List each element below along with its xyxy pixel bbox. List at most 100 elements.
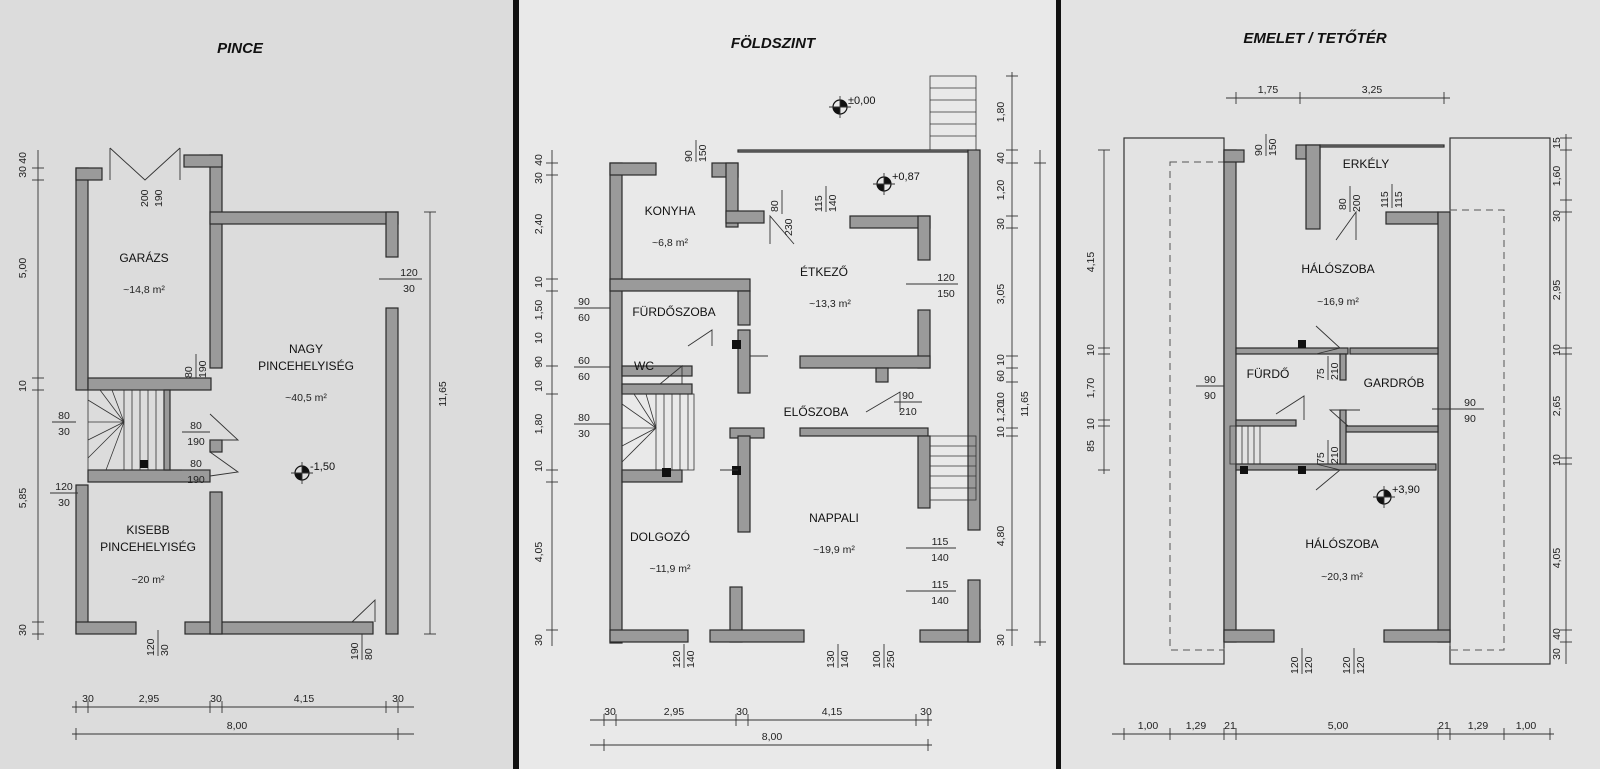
chimney-icon (1298, 340, 1306, 348)
room-nappali-area: ~19,9 m² (813, 544, 855, 556)
svg-text:140: 140 (931, 552, 949, 564)
foldszint-dims-bottom: 30 2,95 30 4,15 30 8,00 (590, 706, 932, 751)
svg-text:30: 30 (82, 693, 94, 705)
svg-text:200: 200 (139, 189, 151, 207)
svg-text:90: 90 (533, 356, 545, 368)
svg-text:30: 30 (392, 693, 404, 705)
svg-text:100: 100 (871, 650, 883, 668)
svg-text:190: 190 (349, 642, 361, 660)
svg-text:190: 190 (197, 360, 209, 378)
svg-text:11,65: 11,65 (437, 381, 449, 407)
emelet-walls (1223, 144, 1451, 643)
svg-text:30: 30 (17, 624, 29, 636)
emelet-dims-left: 4,15 10 1,70 10 85 (1085, 149, 1110, 474)
svg-text:4,15: 4,15 (822, 706, 843, 718)
svg-text:4,15: 4,15 (294, 693, 315, 705)
foldszint-level-inside: +0,87 (892, 171, 920, 183)
room-etkezo-area: ~13,3 m² (809, 298, 851, 310)
svg-text:120: 120 (1303, 656, 1315, 674)
foldszint-dims-left: 30 40 2,40 10 1,50 10 90 10 1,80 10 4,05… (533, 150, 558, 646)
chimney-icon (732, 466, 741, 475)
foldszint-title: FÖLDSZINT (731, 35, 817, 52)
svg-text:80: 80 (769, 200, 781, 212)
room-eloszoba: ELŐSZOBA (784, 404, 849, 419)
emelet-details (1229, 210, 1360, 491)
pince-stair (87, 389, 165, 471)
svg-text:30: 30 (58, 426, 70, 438)
room-konyha-area: ~6,8 m² (652, 237, 688, 249)
svg-text:80: 80 (363, 648, 375, 660)
room-dolgozo-area: ~11,9 m² (650, 563, 691, 575)
chimney-icon (732, 340, 741, 349)
svg-text:5,00: 5,00 (1328, 720, 1349, 732)
svg-text:85: 85 (1085, 440, 1097, 452)
svg-text:200: 200 (1351, 194, 1363, 212)
svg-text:10: 10 (533, 380, 545, 392)
svg-text:10: 10 (1551, 344, 1563, 356)
svg-text:40: 40 (533, 154, 545, 166)
emelet-dims-bottom: 1,00 1,29 21 5,00 21 1,29 1,00 (1112, 720, 1554, 740)
svg-text:1,80: 1,80 (533, 414, 545, 435)
room-nagy-area: ~40,5 m² (285, 392, 327, 404)
svg-text:4,05: 4,05 (1551, 548, 1563, 569)
svg-text:10: 10 (533, 460, 545, 472)
svg-text:115: 115 (1393, 191, 1405, 208)
svg-text:10: 10 (533, 276, 545, 288)
svg-text:150: 150 (937, 288, 955, 300)
room-etkezo: ÉTKEZŐ (800, 264, 848, 279)
svg-text:190: 190 (153, 189, 165, 207)
svg-text:2,65: 2,65 (1551, 396, 1563, 417)
svg-text:2,95: 2,95 (664, 706, 685, 718)
svg-text:1,60: 1,60 (1551, 166, 1563, 187)
room-wc: WC (634, 359, 654, 373)
pince-walls (75, 154, 399, 635)
emelet-openings: 90 150 80 200 115 115 75 210 90 90 90 90… (1196, 134, 1484, 674)
svg-text:30: 30 (995, 218, 1007, 230)
chimney-icon (1240, 466, 1248, 474)
pince-level: -1,50 (310, 461, 335, 473)
svg-text:140: 140 (827, 194, 839, 212)
svg-text:15: 15 (1551, 137, 1563, 149)
svg-text:210: 210 (899, 406, 917, 418)
svg-text:60: 60 (578, 312, 590, 324)
svg-text:1,00: 1,00 (1516, 720, 1537, 732)
room-erkely: ERKÉLY (1343, 156, 1389, 171)
svg-text:1,20: 1,20 (995, 180, 1007, 201)
emelet-level: +3,90 (1392, 484, 1420, 496)
svg-text:1,75: 1,75 (1258, 84, 1279, 96)
svg-text:250: 250 (885, 650, 897, 668)
svg-text:11,65: 11,65 (1019, 391, 1031, 417)
svg-text:30: 30 (1551, 210, 1563, 222)
level-marker-icon (1373, 486, 1395, 508)
svg-text:60: 60 (995, 370, 1007, 382)
emelet-dims-top: 1,75 3,25 (1226, 84, 1450, 104)
level-marker-icon (873, 173, 895, 195)
svg-text:30: 30 (159, 644, 171, 656)
svg-text:75: 75 (1315, 452, 1327, 464)
svg-text:60: 60 (578, 355, 590, 367)
svg-text:1,70: 1,70 (1085, 378, 1097, 399)
svg-text:90: 90 (902, 390, 914, 402)
svg-text:10: 10 (995, 354, 1007, 366)
svg-text:120: 120 (937, 272, 955, 284)
svg-text:140: 140 (931, 595, 949, 607)
room-furdo: FÜRDŐ (1247, 366, 1290, 381)
room-haloszoba-1: HÁLÓSZOBA (1301, 261, 1374, 276)
foldszint-dims-right: 1,80 40 1,20 30 3,05 10 60 10 1,20 10 4,… (995, 72, 1046, 646)
foldszint-stairs (621, 75, 977, 501)
svg-text:10: 10 (17, 380, 29, 392)
svg-text:30: 30 (736, 706, 748, 718)
foldszint-door-swings (659, 214, 901, 413)
room-dolgozo: DOLGOZÓ (630, 529, 690, 544)
svg-text:4,15: 4,15 (1085, 252, 1097, 273)
svg-text:190: 190 (187, 436, 205, 448)
svg-text:90: 90 (683, 150, 695, 162)
svg-text:30: 30 (58, 497, 70, 509)
svg-text:230: 230 (783, 218, 795, 236)
room-nappali: NAPPALI (809, 511, 859, 525)
room-haloszoba-2-area: ~20,3 m² (1321, 571, 1363, 583)
svg-text:90: 90 (1204, 374, 1216, 386)
svg-text:140: 140 (685, 650, 697, 668)
pince-dims-left: 30 40 5,00 10 5,85 30 (17, 150, 44, 640)
pince-dims-bottom: 30 2,95 30 4,15 30 8,00 (72, 693, 414, 740)
